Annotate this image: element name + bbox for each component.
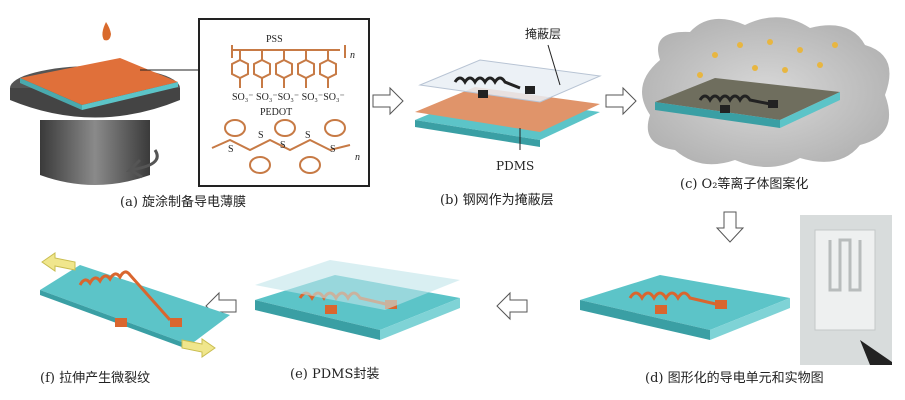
sulfur-label: S <box>330 144 336 155</box>
arrow-right-icon <box>372 86 404 116</box>
caption-a: (a) 旋涂制备导电薄膜 <box>120 194 246 210</box>
caption-f: (f) 拉伸产生微裂纹 <box>40 371 150 386</box>
stencil-mask <box>418 59 602 103</box>
spin-coater <box>10 22 200 185</box>
mask-label: 掩蔽层 <box>525 27 561 41</box>
caption-b: (b) 钢网作为掩蔽层 <box>440 193 554 208</box>
pss-label: PSS <box>266 34 283 45</box>
pss-n-label: n <box>350 50 355 61</box>
caption-c: (c) O₂等离子体图案化 <box>680 176 808 192</box>
pedot-pss-structure: PSS n SO₃⁻ SO₃⁻SO₃⁻ SO₃⁻SO₃⁻ PEDOT S S S… <box>198 18 370 187</box>
arrow-left-icon <box>496 291 528 321</box>
conductive-film <box>20 58 178 105</box>
pdms-cover-layer <box>255 260 460 310</box>
pdms-label: PDMS <box>496 159 534 173</box>
pedot-n-label: n <box>355 152 360 163</box>
arrow-down-icon <box>715 211 745 243</box>
sulfur-label: S <box>258 130 264 141</box>
pedot-label: PEDOT <box>260 107 292 118</box>
droplet-icon <box>102 22 111 41</box>
caption-e: (e) PDMS封装 <box>290 367 379 382</box>
stretch-arrow-icon <box>181 338 216 358</box>
stretched-unit <box>40 252 230 358</box>
sulfur-label: S <box>280 140 286 151</box>
encapsulated-unit <box>255 260 460 340</box>
so3-labels: SO₃⁻ SO₃⁻SO₃⁻ SO₃⁻SO₃⁻ <box>232 92 345 103</box>
mask-stack <box>415 44 602 150</box>
device-photo <box>800 215 892 365</box>
rotation-arrow-icon <box>125 149 159 179</box>
arrow-right-icon <box>605 86 637 116</box>
sulfur-label: S <box>305 130 311 141</box>
plasma-particles <box>697 39 838 78</box>
caption-d: (d) 图形化的导电单元和实物图 <box>645 370 824 386</box>
stretch-arrow-icon <box>41 252 76 272</box>
plasma-cloud <box>642 17 890 168</box>
patterned-unit <box>580 275 790 340</box>
sulfur-label: S <box>228 144 234 155</box>
